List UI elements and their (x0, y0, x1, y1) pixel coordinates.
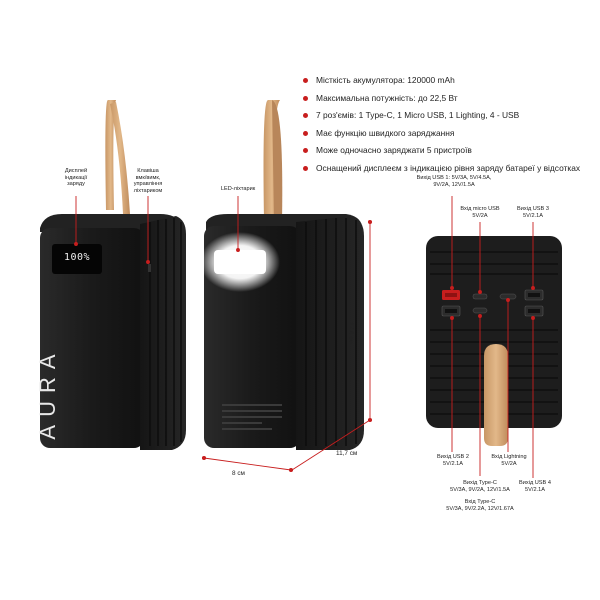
middle-device (200, 100, 364, 450)
typec-input-label: Вхід Type-C 5V/3A, 9V/2.2A, 12V/1.67A (446, 499, 514, 512)
button-label: Клавіша вмк/вимк, управління ліхтариком (133, 168, 163, 194)
usb4-label: Вихід USB 4 5V/2.1A (519, 480, 551, 493)
led-label: LED-ліхтарик (220, 186, 256, 192)
feature-list: Місткість акумулятора: 120000 mAh Максим… (300, 72, 595, 178)
right-device (426, 236, 562, 446)
usb1-label: Вихід USB 1: 5V/3A, 5V/4.5A, 9V/2A, 12V/… (416, 175, 492, 188)
lightning-label: Вхід Lightning 5V/2A (491, 454, 527, 467)
power-button (148, 264, 151, 272)
height-dimension-label: 17,6 см (347, 322, 354, 344)
feature-item: Місткість акумулятора: 120000 mAh (300, 72, 595, 90)
usb2-label: Вихід USB 2 5V/2.1A (437, 454, 469, 467)
display-readout: 100% (63, 252, 91, 263)
left-strap (105, 99, 116, 210)
bullet-dot-icon (303, 95, 308, 101)
bullet-dot-icon (303, 165, 308, 171)
bullet-dot-icon (303, 78, 308, 83)
display-panel (52, 244, 102, 274)
left-device-front (40, 228, 144, 448)
depth-dimension-label: 11,7 см (336, 450, 358, 457)
right-strap (484, 344, 508, 446)
bullet-dot-icon (303, 148, 308, 154)
middle-strap (263, 100, 280, 220)
typec-port (472, 307, 488, 314)
bullet-dot-icon (303, 130, 308, 136)
feature-item: Оснащений дисплеєм з індикацією рівня за… (300, 160, 595, 178)
feature-item: Має функцію швидкого заряджання (300, 125, 595, 143)
left-device-side (140, 216, 186, 450)
brand-logo: AURA (35, 346, 60, 440)
micro-usb-port (472, 293, 488, 300)
feature-item: Може одночасно заряджати 5 пристроїв (300, 142, 595, 160)
feature-item: 7 роз'ємів: 1 Type-C, 1 Micro USB, 1 Lig… (300, 107, 595, 125)
left-device (40, 99, 186, 450)
bullet-dot-icon (303, 113, 308, 119)
display-label: Дисплей індикації заряду (64, 168, 88, 188)
port-leader-lines (450, 196, 535, 478)
dimension-lines (201, 219, 373, 473)
typec-output-label: Вихід Type-C 5V/3A, 9V/2A, 12V/1.5A (450, 480, 510, 493)
usb3-label: Вихід USB 3 5V/2.1A (517, 206, 549, 219)
left-leader-lines (74, 196, 240, 264)
right-device-body (426, 236, 562, 428)
feature-item: Максимальна потужність: до 22,5 Вт (300, 90, 595, 108)
micro-usb-label: Вхід micro USB 5V/2A (460, 206, 500, 219)
width-dimension-label: 8 см (232, 470, 245, 477)
